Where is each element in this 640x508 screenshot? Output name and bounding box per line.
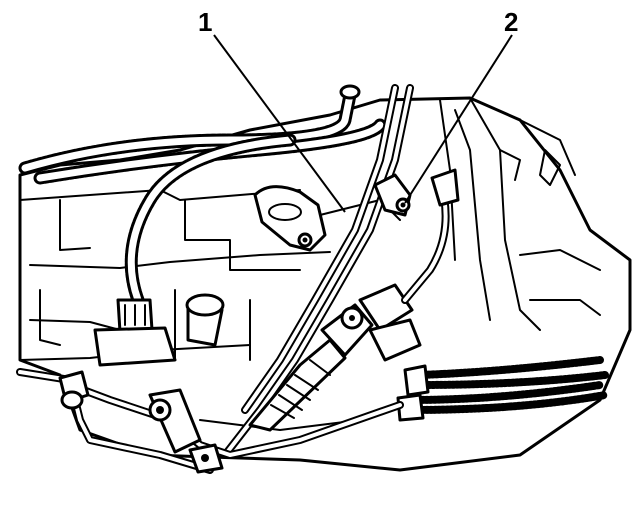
bolt-clamp	[148, 388, 224, 474]
callout-2-leader	[404, 34, 513, 204]
fitting-cylinder	[185, 293, 225, 347]
connector-assembly	[340, 168, 460, 362]
callout-1: 1	[198, 7, 212, 37]
wiring-harness-upper	[18, 84, 387, 367]
mounting-bracket	[253, 185, 327, 252]
shift-cable	[221, 84, 414, 459]
wiring-harness-lower-right	[396, 356, 609, 422]
metal-lines-lower	[16, 368, 404, 474]
callout-1-leader	[213, 34, 346, 213]
callout-2: 2	[504, 7, 518, 37]
